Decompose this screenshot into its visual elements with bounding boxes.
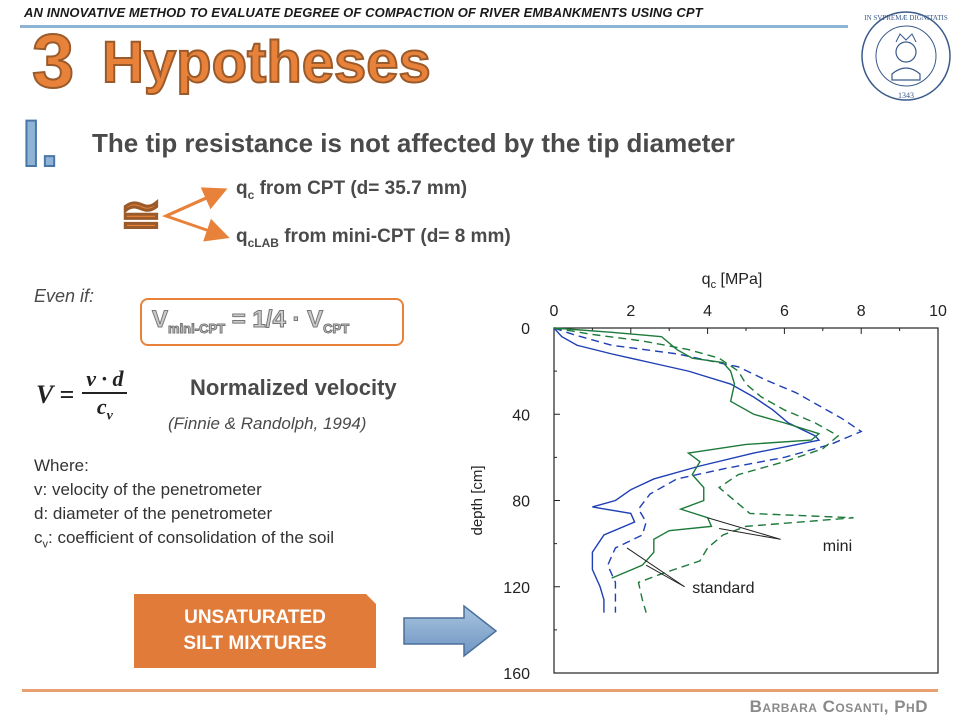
v-relation-mid: = 1/4 · V xyxy=(225,306,324,334)
y-tick-label: 120 xyxy=(503,580,530,597)
x-tick-label: 10 xyxy=(929,303,947,320)
hypothesis-numeral: I. xyxy=(21,106,60,180)
q-cpt-symbol: q xyxy=(236,178,248,199)
velocity-relation-box xyxy=(140,298,404,346)
cv-sub: v xyxy=(42,538,49,551)
v-mini-symbol: V xyxy=(151,306,169,334)
arrow-upper xyxy=(165,187,228,218)
q-cpt-line: qc from CPT (d= 35.7 mm) xyxy=(236,178,467,202)
y-tick-label: 160 xyxy=(503,666,530,683)
branch-arrows xyxy=(161,187,230,242)
unsat-line2: SILT MIXTURES xyxy=(183,633,327,654)
x-tick-label: 6 xyxy=(780,303,789,320)
svg-text:IN SVPREMÆ DIGNITATIS: IN SVPREMÆ DIGNITATIS xyxy=(864,14,948,22)
q-mini-symbol: q xyxy=(236,226,248,247)
q-mini-line: qcLAB from mini-CPT (d= 8 mm) xyxy=(236,226,511,250)
reference-citation: (Finnie & Randolph, 1994) xyxy=(168,414,367,433)
even-if-label: Even if: xyxy=(34,286,95,306)
x-tick-label: 2 xyxy=(626,303,635,320)
standard-leader-1 xyxy=(645,564,685,588)
y-tick-label: 80 xyxy=(512,494,530,511)
footer-divider xyxy=(22,689,938,692)
plot-frame xyxy=(553,327,939,674)
definition-d: d: diameter of the penetrometer xyxy=(34,504,273,523)
section-number: 3 xyxy=(31,19,75,104)
x-tick-label: 0 xyxy=(550,303,559,320)
formula-fraction: v · d cv xyxy=(82,366,128,424)
series-line-3 xyxy=(553,327,821,579)
hypothesis-statement: The tip resistance is not affected by th… xyxy=(92,128,735,158)
velocity-relation-text: Vmini-CPT = 1/4 · VCPT xyxy=(151,306,350,337)
standard-leader-2 xyxy=(626,547,685,588)
v-cpt-subscript: CPT xyxy=(323,320,350,336)
series-line-4 xyxy=(553,327,854,613)
svg-text:1343: 1343 xyxy=(898,91,914,100)
right-arrow-icon xyxy=(403,604,498,658)
formula-den-sub: v xyxy=(106,408,113,424)
x-axis-label: qc [MPa] xyxy=(702,271,763,291)
author-name: Barbara Cosanti, PhD xyxy=(749,697,928,716)
y-tick-label: 40 xyxy=(512,407,530,424)
tip-resistance-depth-chart: 0 2 4 6 8 10 0 40 80 120 160 qc [MPa] depth [cm] mini… xyxy=(469,271,947,683)
cv-rest: : coefficient of consolidation of the so… xyxy=(48,528,335,547)
definition-v: v: velocity of the penetrometer xyxy=(34,480,262,499)
series-line-1 xyxy=(553,327,821,613)
q-cpt-text: from CPT (d= 35.7 mm) xyxy=(254,178,468,199)
x-tick-label: 4 xyxy=(703,303,712,320)
x-tick-label: 8 xyxy=(857,303,866,320)
q-mini-subscript: cLAB xyxy=(247,235,279,250)
presentation-title: AN INNOVATIVE METHOD TO EVALUATE DEGREE … xyxy=(24,5,703,20)
header-divider xyxy=(20,25,848,28)
definition-cv: cv: coefficient of consolidation of the … xyxy=(34,526,334,556)
mini-leader-2 xyxy=(719,528,781,540)
approximately-equal-symbol: ≅ xyxy=(119,187,162,243)
unsaturated-silt-box: UNSATURATED SILT MIXTURES xyxy=(134,594,376,668)
cv-main: c xyxy=(34,528,43,547)
normalized-velocity-label: Normalized velocity xyxy=(190,375,397,400)
y-tick-label: 0 xyxy=(521,321,530,338)
normalized-velocity-formula: V = v · d cv xyxy=(36,366,128,424)
formula-denominator: cv xyxy=(97,394,113,424)
formula-numerator: v · d xyxy=(82,366,128,394)
series-line-2 xyxy=(553,327,863,613)
section-title: Hypotheses xyxy=(101,30,432,95)
formula-lhs: V = xyxy=(36,380,75,410)
q-mini-text: from mini-CPT (d= 8 mm) xyxy=(278,226,511,247)
unsat-line1: UNSATURATED xyxy=(184,607,326,628)
university-seal-logo: IN SVPREMÆ DIGNITATIS 1343 xyxy=(861,11,951,101)
formula-den-main: c xyxy=(96,394,107,419)
v-mini-subscript: mini-CPT xyxy=(168,320,226,336)
mini-leader-1 xyxy=(707,517,781,540)
annotation-mini: mini xyxy=(823,538,852,555)
y-axis-label: depth [cm] xyxy=(469,465,486,535)
where-heading: Where: xyxy=(34,456,89,475)
variable-definitions: Where: v: velocity of the penetrometer d… xyxy=(34,454,334,556)
q-cpt-subscript: c xyxy=(247,187,255,202)
annotation-standard: standard xyxy=(692,580,754,597)
